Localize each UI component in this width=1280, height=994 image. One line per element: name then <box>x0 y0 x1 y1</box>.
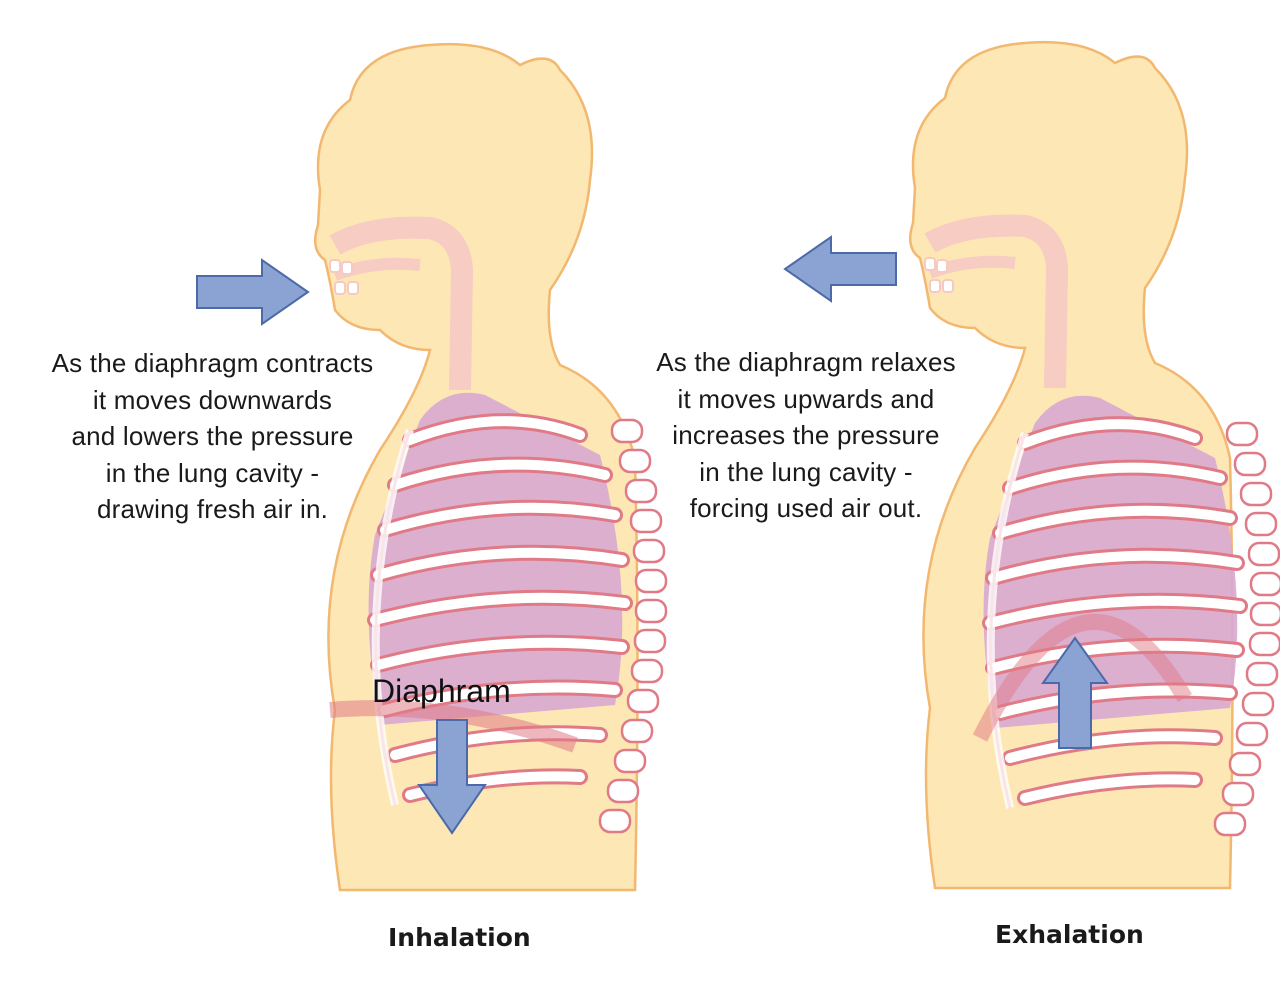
inhalation-line-3: and lowers the pressure <box>71 421 354 451</box>
exhalation-line-3: increases the pressure <box>672 420 940 450</box>
exhalation-figure <box>910 42 1280 888</box>
diaphragm-label: Diaphram <box>372 673 511 709</box>
inhalation-line-2: it moves downwards <box>92 384 333 415</box>
inhalation-caption: Inhalation <box>388 923 531 952</box>
inhalation-figure <box>315 44 666 890</box>
inhalation-line-5: drawing fresh air in. <box>96 494 329 524</box>
exhalation-line-1: As the diaphragm relaxes <box>656 347 956 377</box>
diaphragm-down-arrow <box>417 719 487 835</box>
inhalation-description: As the diaphragm contracts it moves down… <box>20 345 405 528</box>
exhalation-caption: Exhalation <box>995 920 1144 949</box>
inhalation-line-1: As the diaphragm contracts <box>51 348 374 378</box>
diaphragm-up-arrow <box>1041 636 1109 749</box>
exhalation-line-2: it moves upwards and <box>677 383 935 414</box>
inhalation-line-4: in the lung cavity - <box>105 457 320 488</box>
air-out-arrow <box>783 235 897 303</box>
exhalation-description: As the diaphragm relaxes it moves upward… <box>620 344 992 527</box>
air-in-arrow <box>196 258 310 326</box>
exhalation-line-4: in the lung cavity - <box>699 456 913 487</box>
exhalation-line-5: forcing used air out. <box>689 493 923 523</box>
